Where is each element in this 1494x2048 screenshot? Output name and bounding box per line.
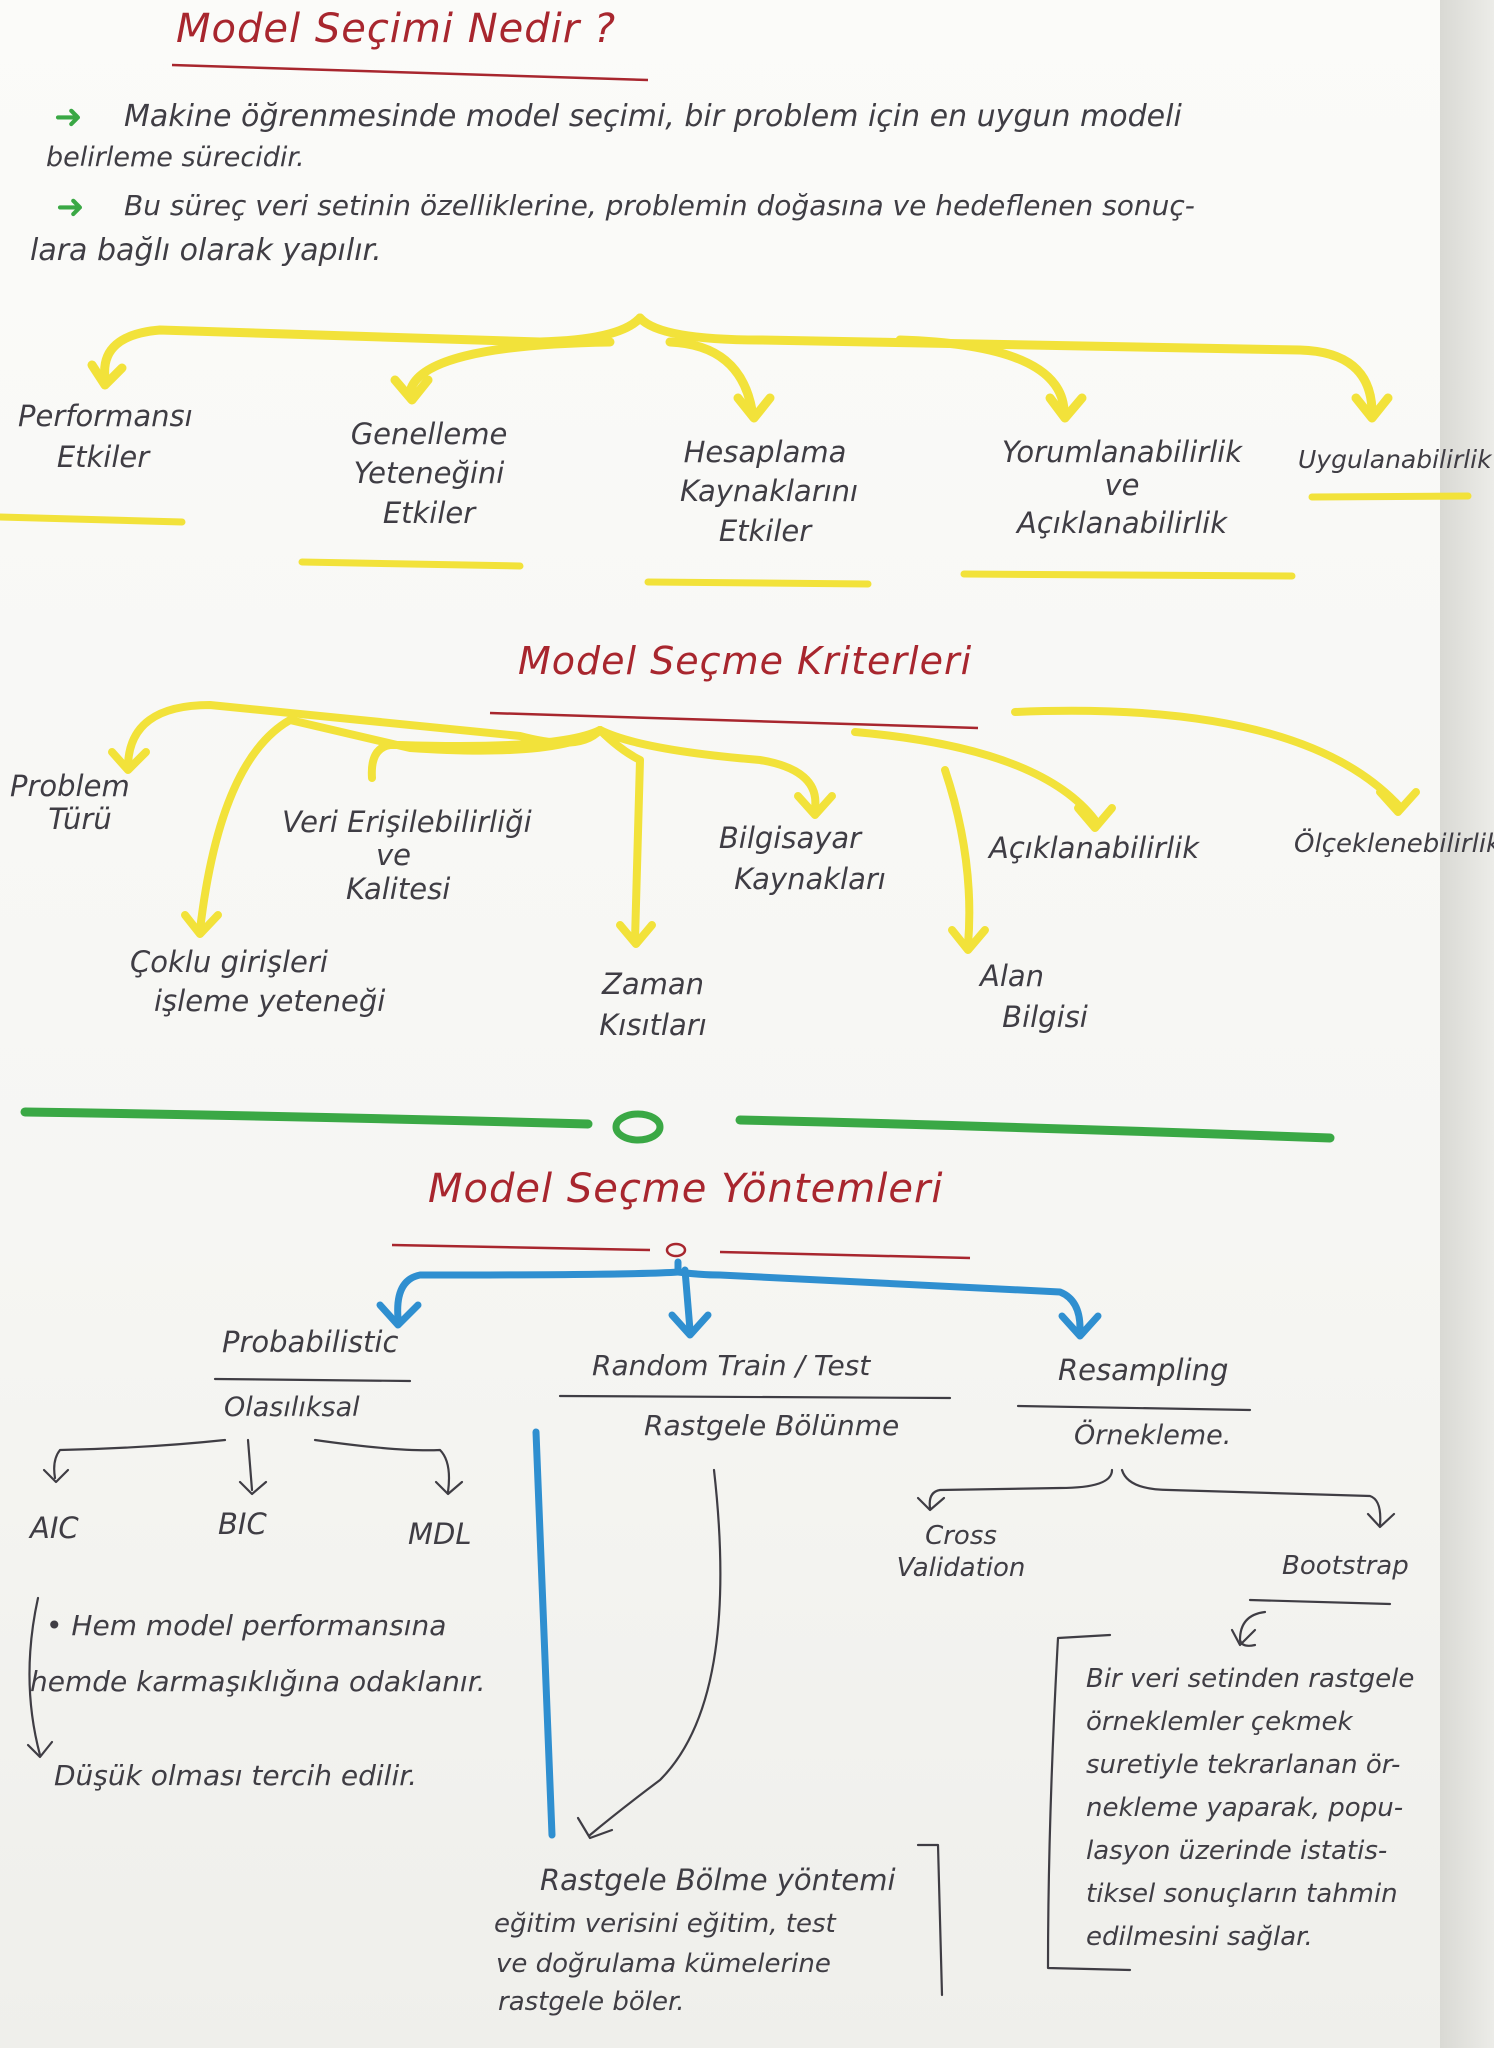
criteria-scalability: Ölçeklenebilirlik (1294, 829, 1494, 859)
bootstrap-description: Bir veri setinden rastgele örneklemler ç… (1086, 1664, 1415, 1952)
random-split-desc-4: rastgele böler. (498, 1987, 685, 2017)
random-split-desc-1: Rastgele Bölme yöntemi (540, 1863, 896, 1897)
impact-interpretability: Yorumlanabilirlik ve Açıklanabilirlik (1001, 435, 1243, 540)
green-divider (20, 1107, 1335, 1144)
impact-compute-resources: Hesaplama Kaynaklarını Etkiler (680, 435, 859, 548)
impact-brace (87, 313, 1393, 423)
page-edge (1440, 0, 1494, 2048)
intro-line-2: belirleme sürecidir. (46, 142, 305, 173)
criteria-title: Model Seçme Kriterleri (518, 639, 973, 683)
method-resampling: Resampling (1058, 1353, 1229, 1387)
methods-underline (391, 1242, 971, 1260)
impact-applicability: Uygulanabilirlik (1298, 445, 1492, 474)
page-title: Model Seçimi Nedir ? (176, 6, 617, 52)
criteria-computer-resources: Bilgisayar Kaynakları (718, 821, 886, 897)
probabilistic-note-1: • Hem model performansına (46, 1609, 447, 1642)
criteria-data-quality: Veri Erişilebilirliği ve Kalitesi (282, 805, 532, 906)
random-split-desc-2: eğitim verisini eğitim, test (494, 1909, 836, 1939)
ink-lines (26, 1377, 1396, 1997)
probabilistic-note-3: Düşük olması tercih edilir. (54, 1759, 418, 1792)
criteria-brace (108, 701, 1420, 954)
criteria-multi-input: Çoklu girişleri işleme yeteneği (130, 945, 386, 1019)
impact-performance: Performansı Etkiler (18, 399, 193, 475)
method-probabilistic-translation: Olasılıksal (224, 1392, 360, 1423)
method-bootstrap: Bootstrap (1282, 1551, 1409, 1581)
criteria-domain-knowledge: Alan Bilgisi (980, 959, 1088, 1035)
method-aic: AIC (30, 1511, 79, 1545)
impact-underlines (0, 492, 1472, 588)
criteria-time-constraints: Zaman Kısıtları (599, 967, 707, 1043)
method-mdl: MDL (408, 1517, 472, 1551)
criteria-explainability: Açıklanabilirlik (988, 831, 1200, 865)
methods-title: Model Seçme Yöntemleri (428, 1166, 944, 1212)
method-resampling-translation: Örnekleme. (1074, 1420, 1232, 1451)
method-random-split: Random Train / Test (592, 1349, 871, 1382)
method-random-split-translation: Rastgele Bölünme (644, 1409, 900, 1442)
impact-generalization: Genelleme Yeteneğini Etkiler (350, 417, 508, 530)
intro-line-4: lara bağlı olarak yapılır. (30, 233, 382, 268)
method-bic: BIC (218, 1507, 267, 1541)
title-underline (171, 63, 649, 82)
methods-brace (376, 1258, 1102, 1839)
criteria-problem-type: Problem Türü (10, 769, 130, 837)
probabilistic-note-2: hemde karmaşıklığına odaklanır. (30, 1665, 486, 1698)
criteria-underline (489, 711, 979, 730)
intro-line-3: Bu süreç veri setinin özelliklerine, pro… (124, 189, 1195, 222)
random-split-desc-3: ve doğrulama kümelerine (496, 1949, 831, 1979)
method-cross-validation: Cross Validation (896, 1521, 1026, 1583)
arrow-right-icon: ➜ (54, 97, 83, 137)
method-probabilistic: Probabilistic (222, 1325, 399, 1359)
arrow-right-icon: ➜ (56, 187, 85, 227)
intro-line-1: Makine öğrenmesinde model seçimi, bir pr… (124, 99, 1182, 134)
